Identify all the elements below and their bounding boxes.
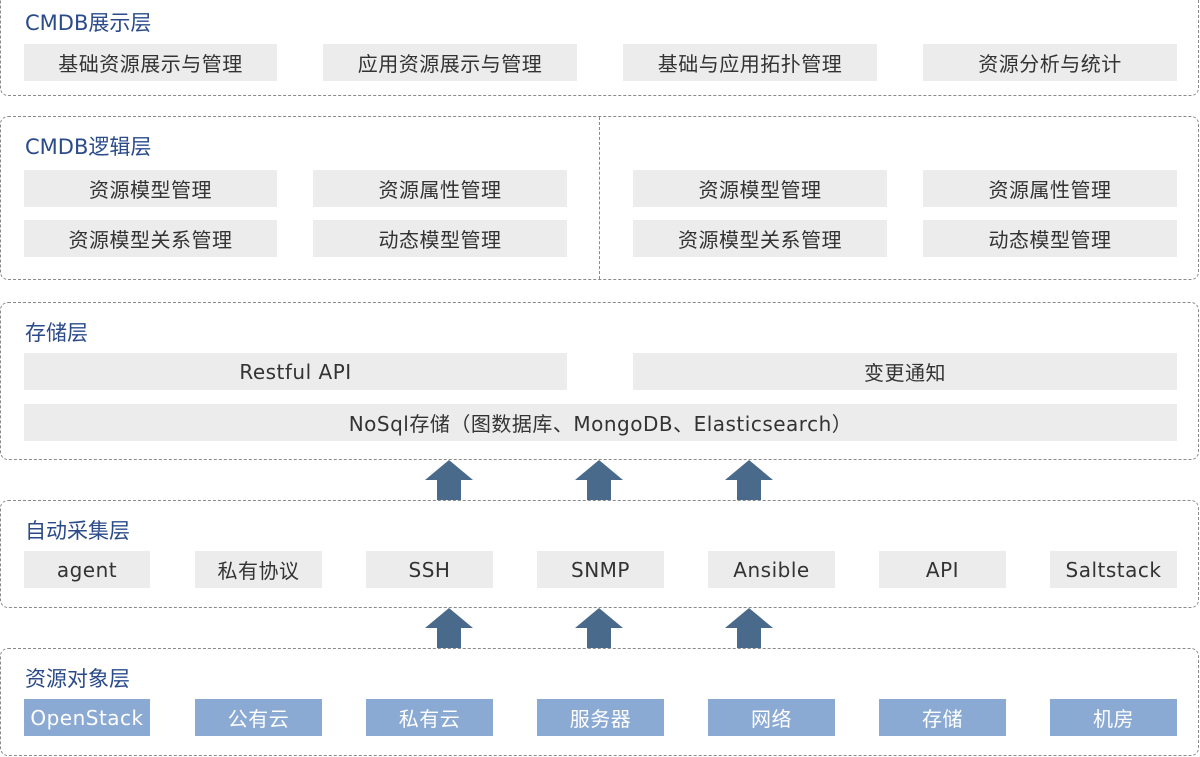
collect-ansible: Ansible [708,551,835,588]
collect-agent: agent [24,551,150,588]
collect-ssh: SSH [366,551,493,588]
storage-layer: 存储层 Restful API 变更通知 NoSql存储（图数据库、MongoD… [0,302,1199,460]
display-item-topology: 基础与应用拓扑管理 [623,44,877,81]
logic-layer: CMDB逻辑层 资源模型管理 资源属性管理 资源模型关系管理 动态模型管理 资源… [0,116,1199,280]
logic-left-dynamic: 动态模型管理 [313,220,567,257]
resource-network: 网络 [708,699,835,736]
display-layer-title: CMDB展示层 [25,11,152,35]
logic-left-relation: 资源模型关系管理 [24,220,277,257]
resource-private-cloud: 私有云 [366,699,493,736]
up-arrow-icon [425,608,473,648]
collect-layer: 自动采集层 agent 私有协议 SSH SNMP Ansible API Sa… [0,500,1199,608]
logic-left-model: 资源模型管理 [24,170,277,207]
resource-storage: 存储 [879,699,1006,736]
up-arrow-icon [725,460,773,500]
resource-public-cloud: 公有云 [195,699,322,736]
logic-right-attribute: 资源属性管理 [923,170,1177,207]
up-arrow-icon [575,460,623,500]
collect-saltstack: Saltstack [1050,551,1177,588]
up-arrow-icon [425,460,473,500]
storage-nosql: NoSql存储（图数据库、MongoDB、Elasticsearch） [24,404,1177,441]
resource-openstack: OpenStack [24,699,150,736]
logic-right-model: 资源模型管理 [633,170,887,207]
display-item-analysis: 资源分析与统计 [923,44,1177,81]
logic-right-relation: 资源模型关系管理 [633,220,887,257]
resource-datacenter: 机房 [1050,699,1177,736]
up-arrow-icon [725,608,773,648]
up-arrow-icon [575,608,623,648]
storage-layer-title: 存储层 [25,321,88,345]
logic-right-dynamic: 动态模型管理 [923,220,1177,257]
display-item-basic: 基础资源展示与管理 [24,44,277,81]
resource-layer-title: 资源对象层 [25,667,130,691]
resource-layer: 资源对象层 OpenStack 公有云 私有云 服务器 网络 存储 机房 [0,648,1199,756]
collect-private-protocol: 私有协议 [195,551,322,588]
resource-server: 服务器 [537,699,664,736]
collect-layer-title: 自动采集层 [25,519,130,543]
storage-change-notify: 变更通知 [633,353,1177,390]
storage-restful-api: Restful API [24,353,567,390]
logic-left-attribute: 资源属性管理 [313,170,567,207]
display-item-app: 应用资源展示与管理 [323,44,577,81]
display-layer: CMDB展示层 基础资源展示与管理 应用资源展示与管理 基础与应用拓扑管理 资源… [0,0,1199,96]
logic-layer-title: CMDB逻辑层 [25,135,152,159]
collect-api: API [879,551,1006,588]
logic-layer-divider [599,117,600,279]
collect-snmp: SNMP [537,551,664,588]
